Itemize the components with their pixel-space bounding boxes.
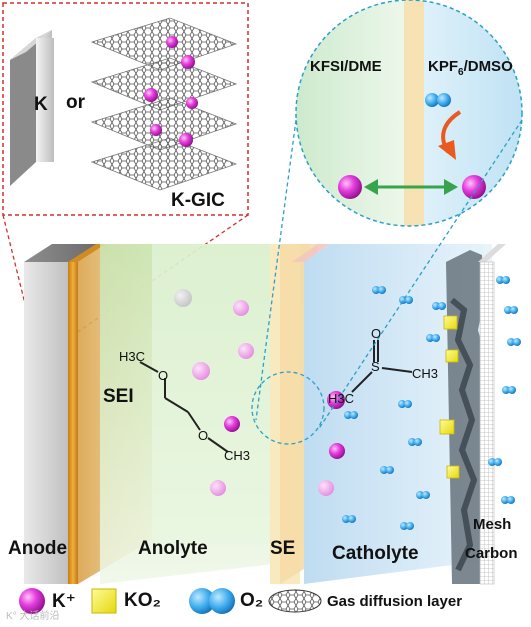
o2-icon: [507, 338, 521, 346]
interface-zoom: [295, 0, 523, 227]
o2-icon: [501, 496, 515, 504]
dmso-h3c: H3C: [328, 391, 355, 406]
o2-icon: [504, 306, 518, 314]
k-ion-icon: [338, 175, 362, 199]
legend: [19, 588, 322, 614]
o2-icon: [416, 491, 430, 499]
label-kpf6-dmso: KPF6/DMSO: [428, 58, 513, 78]
kpf6-sub: 6: [458, 67, 464, 78]
label-kgic: K-GIC: [171, 190, 225, 211]
legend-gdl-label: Gas diffusion layer: [327, 593, 463, 610]
label-sei: SEI: [103, 386, 134, 407]
dme-molecule: [139, 361, 229, 453]
anode-inset: [2, 2, 249, 216]
legend-gdl-icon: [268, 589, 322, 613]
graphite-sheet: [90, 137, 238, 191]
o2-icon: [344, 411, 358, 419]
o2-icon: [380, 466, 394, 474]
dmso-ch3: CH3: [412, 366, 439, 381]
k-ion-icon: [233, 300, 249, 316]
o2-icon: [502, 386, 516, 394]
label-catholyte: Catholyte: [332, 543, 419, 564]
graphite-sheets: [90, 17, 238, 191]
battery-cell: [24, 244, 506, 585]
o2-icon: [342, 515, 356, 523]
zoom-region-interface: [251, 371, 325, 445]
label-kfsi-dme: KFSI/DME: [310, 58, 382, 75]
k-ion-icon: [462, 175, 486, 199]
mesh-layer: [478, 244, 506, 262]
dme-o1: O: [158, 368, 169, 383]
k-ion-icon: [224, 416, 240, 432]
label-k: K: [34, 94, 48, 115]
ko2-icon: [445, 349, 459, 363]
label-mesh: Mesh: [473, 516, 512, 533]
k-ion-icon: [179, 133, 193, 147]
o2-icon: [398, 400, 412, 408]
dme-o2: O: [198, 428, 209, 443]
watermark: K° 大话前沿: [6, 611, 60, 622]
k-ion-icon: [318, 480, 334, 496]
ko2-icon: [443, 315, 458, 330]
dmso-molecule: [351, 340, 413, 393]
legend-kplus-label: K⁺: [52, 591, 76, 612]
interface-separator: [404, 0, 424, 226]
dme-h3c: H3C: [119, 349, 146, 364]
k-ion-icon: [238, 343, 254, 359]
k-ion-icon: [181, 55, 195, 69]
graphite-sheet: [90, 57, 238, 111]
ko2-icon: [446, 465, 460, 479]
dmso-s: S: [371, 359, 380, 374]
legend-o2-icon: [189, 588, 235, 614]
o2-in-cell: [342, 276, 521, 530]
legend-ko2-label: KO₂: [124, 590, 161, 611]
o2-icon: [400, 522, 414, 530]
anode-block: [24, 262, 72, 584]
mesh-layer: [479, 261, 495, 585]
dmso-o: O: [371, 326, 382, 341]
ko2-icon: [439, 419, 455, 435]
kpf6-post: /DMSO: [463, 58, 513, 75]
k-ion-icon: [150, 124, 162, 136]
graphite-sheet: [90, 17, 238, 71]
o2-icon: [488, 458, 502, 466]
o2-icon: [432, 302, 446, 310]
label-anode: Anode: [8, 538, 68, 559]
legend-ko2-icon: [91, 588, 117, 614]
o2-icon: [426, 334, 440, 342]
o2-icon: [408, 438, 422, 446]
o2-icon: [496, 276, 510, 284]
k-ion-icon: [192, 362, 210, 380]
k-metal-block: [10, 38, 36, 186]
label-or: or: [66, 92, 85, 113]
kpf6-pre: KPF: [428, 58, 458, 75]
k-ion-icon: [174, 289, 192, 307]
intercalated-k-ions: [144, 36, 198, 147]
o2-icon: [425, 93, 451, 107]
label-carbon: Carbon: [465, 545, 518, 562]
k-ion-icon: [186, 97, 198, 109]
label-se: SE: [270, 538, 296, 559]
sei-layer: [68, 262, 78, 584]
graphite-sheet: [90, 97, 238, 151]
dme-ch3: CH3: [224, 448, 251, 463]
ko2-in-cell: [439, 315, 460, 479]
label-anolyte: Anolyte: [138, 538, 208, 559]
k-ion-icon: [166, 36, 178, 48]
k-ions-in-cell: [174, 289, 345, 496]
legend-o2-label: O₂: [240, 590, 264, 611]
k-ion-icon: [210, 480, 226, 496]
k-ion-icon: [329, 443, 345, 459]
k-ion-icon: [144, 88, 158, 102]
o2-icon: [372, 286, 386, 294]
legend-k-ion-icon: [19, 588, 45, 614]
